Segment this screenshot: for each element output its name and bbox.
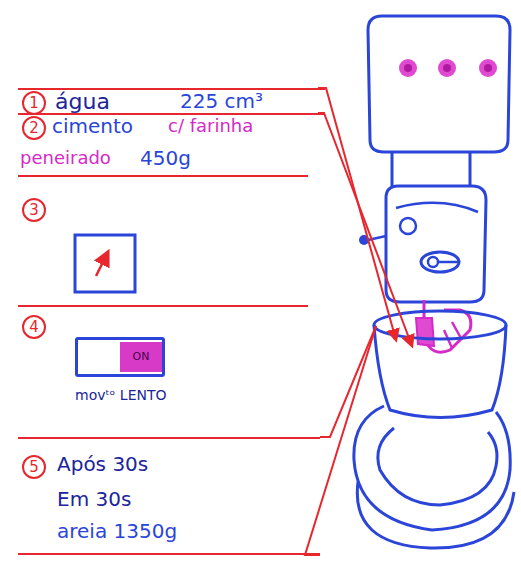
ingredient-note: peneirado [20,148,111,169]
mixer-neck [392,152,470,186]
indicator-dot [479,59,497,77]
power-switch: ON [75,337,165,377]
indicator-dot [443,64,451,72]
mixer-head [386,186,486,302]
step-band: 1 água 225 cm³ [18,88,325,113]
leader-line [320,326,376,437]
step-band: 3 [18,175,308,305]
step-band: ON 4 movᵗᵒ LENTO [18,305,308,437]
lift-arrow [96,252,108,276]
ingredient-quantity: areia 1350g [57,520,177,543]
head-detail [396,203,478,212]
callout-number: 1 [22,91,46,115]
beater [444,322,462,348]
mixer-housing [368,16,510,152]
indicator-dot [404,64,412,72]
head-detail [400,218,416,234]
callout-number: 3 [22,198,46,222]
speed-knob [438,261,458,264]
quantity: 450g [140,147,191,170]
indicator-dot [438,59,456,77]
leader-line [305,326,376,555]
speed-note: movᵗᵒ LENTO [75,387,167,403]
ingredient-name: cimento [52,115,133,138]
callout-number: 2 [22,116,46,140]
timing-note: Após 30s [57,453,148,476]
step-band: 2 cimento c/ farinha peneirado 450g [18,113,325,175]
indicator-dot [484,64,492,72]
ingredient-note: c/ farinha [168,116,253,137]
step-band: 5 Após 30s Em 30s areia 1350g [18,437,320,555]
lift-box [75,235,135,292]
callout-number: 4 [22,315,46,339]
beater [416,318,434,346]
mixer-base [357,482,514,548]
mixer-base [378,428,497,505]
leader-line [318,113,412,346]
callout-number: 5 [22,455,46,479]
speed-knob [428,257,438,267]
quantity: 225 cm³ [180,90,263,113]
timing-note: Em 30s [57,488,131,511]
indicator-dot [399,59,417,77]
speed-knob [421,252,459,272]
mixer-base [354,406,510,530]
switch-label: ON [120,342,162,372]
ingredient-name: água [55,89,110,114]
bowl [374,325,506,418]
